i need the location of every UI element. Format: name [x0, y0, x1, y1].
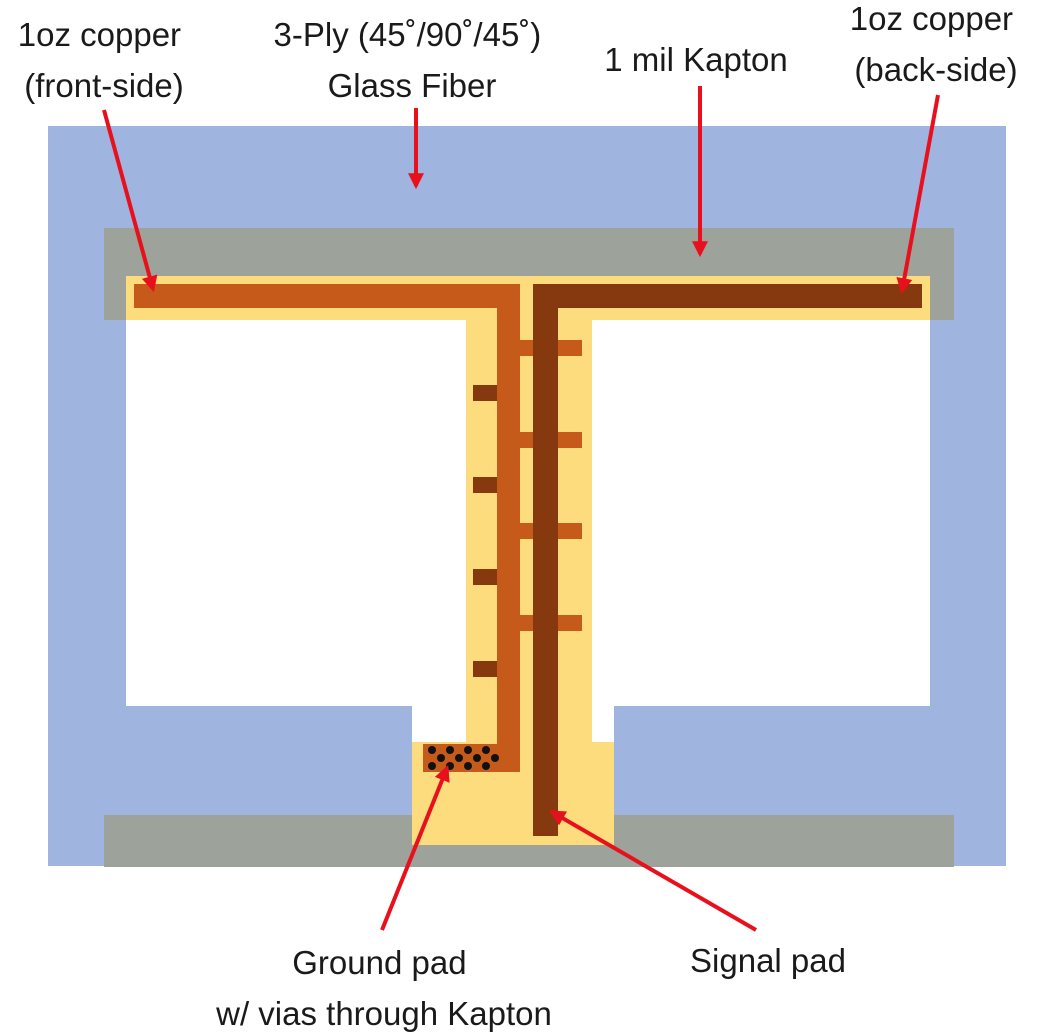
copper-back-traces	[473, 284, 922, 836]
copper-front-stem	[497, 284, 520, 772]
via-dot	[446, 746, 454, 754]
label-glass-fiber-line1: 3-Ply (45˚/90˚/45˚)	[274, 16, 542, 53]
label-kapton-line1: 1 mil Kapton	[604, 41, 787, 78]
via-dots	[428, 746, 499, 770]
via-dot	[428, 746, 436, 754]
copper-back-stem	[533, 284, 558, 836]
via-dot	[464, 762, 472, 770]
via-dot	[428, 762, 436, 770]
label-signal-pad-line1: Signal pad	[690, 942, 846, 979]
via-dot	[482, 746, 490, 754]
via-dot	[491, 754, 499, 762]
via-dot	[482, 762, 490, 770]
label-signal-pad: Signal pad	[690, 942, 846, 979]
label-copper-back-line2: (back-side)	[854, 51, 1017, 88]
label-copper-front-line2: (front-side)	[24, 67, 184, 104]
label-ground-pad: Ground pad w/ vias through Kapton	[215, 944, 552, 1032]
via-dot	[473, 754, 481, 762]
label-copper-back: 1oz copper (back-side)	[850, 0, 1022, 88]
copper-back-finger	[473, 661, 497, 677]
via-dot	[437, 754, 445, 762]
copper-back-finger	[473, 569, 497, 585]
arrow-copper-back	[896, 94, 940, 295]
copper-back-top-trace	[533, 284, 922, 308]
via-dot	[464, 746, 472, 754]
arrow-copper-front	[102, 109, 158, 293]
label-copper-back-line1: 1oz copper	[850, 0, 1013, 37]
label-kapton: 1 mil Kapton	[604, 41, 787, 78]
label-glass-fiber: 3-Ply (45˚/90˚/45˚) Glass Fiber	[274, 16, 551, 104]
label-glass-fiber-line2: Glass Fiber	[328, 67, 497, 104]
label-copper-front-line1: 1oz copper	[18, 16, 181, 53]
arrow-signal-pad	[549, 810, 758, 932]
label-ground-pad-line1: Ground pad	[292, 944, 466, 981]
label-ground-pad-line2: w/ vias through Kapton	[215, 995, 552, 1032]
arrow-ground-pad	[380, 765, 450, 931]
copper-front-top-trace	[134, 284, 520, 308]
callout-arrows	[102, 86, 940, 932]
via-dot	[455, 754, 463, 762]
label-copper-front: 1oz copper (front-side)	[18, 16, 190, 104]
copper-back-finger	[473, 385, 497, 401]
copper-front-traces	[134, 284, 582, 772]
copper-back-finger	[473, 477, 497, 493]
